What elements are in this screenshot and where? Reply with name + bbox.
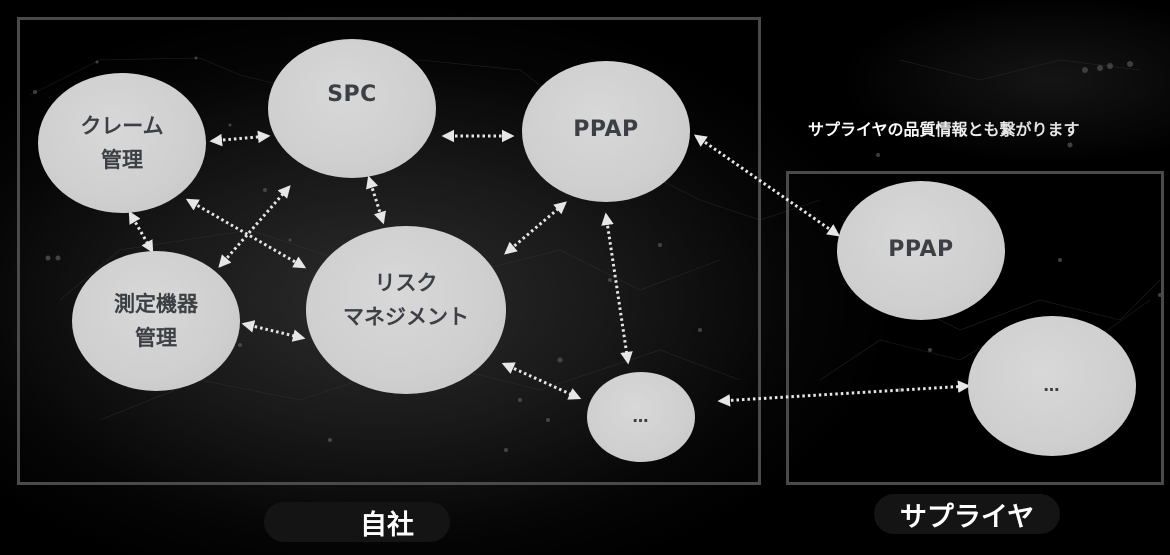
arrow-claim-measure: [128, 210, 154, 254]
group-label-own-company: 自社: [264, 502, 450, 542]
arrow-ppap-more: [601, 212, 633, 365]
arrow-claim-risk: [185, 198, 307, 269]
node-more-supplier[interactable]: …: [968, 316, 1136, 456]
node-label: …: [1043, 376, 1061, 395]
arrow-risk-ppap: [504, 201, 567, 255]
node-label: PPAP: [573, 116, 639, 142]
node-label: 管理: [135, 326, 177, 350]
node-label: 測定機器: [114, 292, 198, 316]
node-label: 管理: [101, 148, 143, 172]
node-label: クレーム: [80, 114, 164, 138]
own-company-frame: [17, 17, 761, 485]
group-label-supplier: サプライヤ: [874, 494, 1060, 534]
arrow-ppap-supplier-ppap: [693, 134, 841, 237]
arrow-measure-risk: [241, 320, 306, 342]
supplier-connection-note: サプライヤの品質情報とも繋がります: [808, 120, 1080, 139]
supplier-frame: [786, 171, 1164, 485]
node-label: PPAP: [888, 236, 954, 262]
node-ppap-own[interactable]: PPAP: [522, 61, 690, 202]
node-label: SPC: [327, 81, 377, 107]
node-ppap-supplier[interactable]: PPAP: [837, 181, 1005, 320]
node-claim-management[interactable]: クレーム 管理: [38, 73, 206, 213]
arrow-measure-spc: [218, 185, 291, 268]
node-label: リスク: [374, 271, 438, 295]
arrow-risk-more: [501, 362, 582, 400]
node-label: …: [632, 407, 650, 426]
node-more-own[interactable]: …: [587, 372, 695, 462]
node-measuring-equipment-management[interactable]: 測定機器 管理: [72, 251, 240, 391]
arrow-claim-spc: [209, 130, 271, 147]
arrow-spc-risk: [366, 175, 386, 225]
node-risk-management[interactable]: リスク マネジメント: [306, 226, 506, 394]
arrow-more-supplier-more: [717, 380, 971, 407]
node-label: マネジメント: [343, 305, 469, 329]
node-spc[interactable]: SPC: [268, 39, 436, 178]
